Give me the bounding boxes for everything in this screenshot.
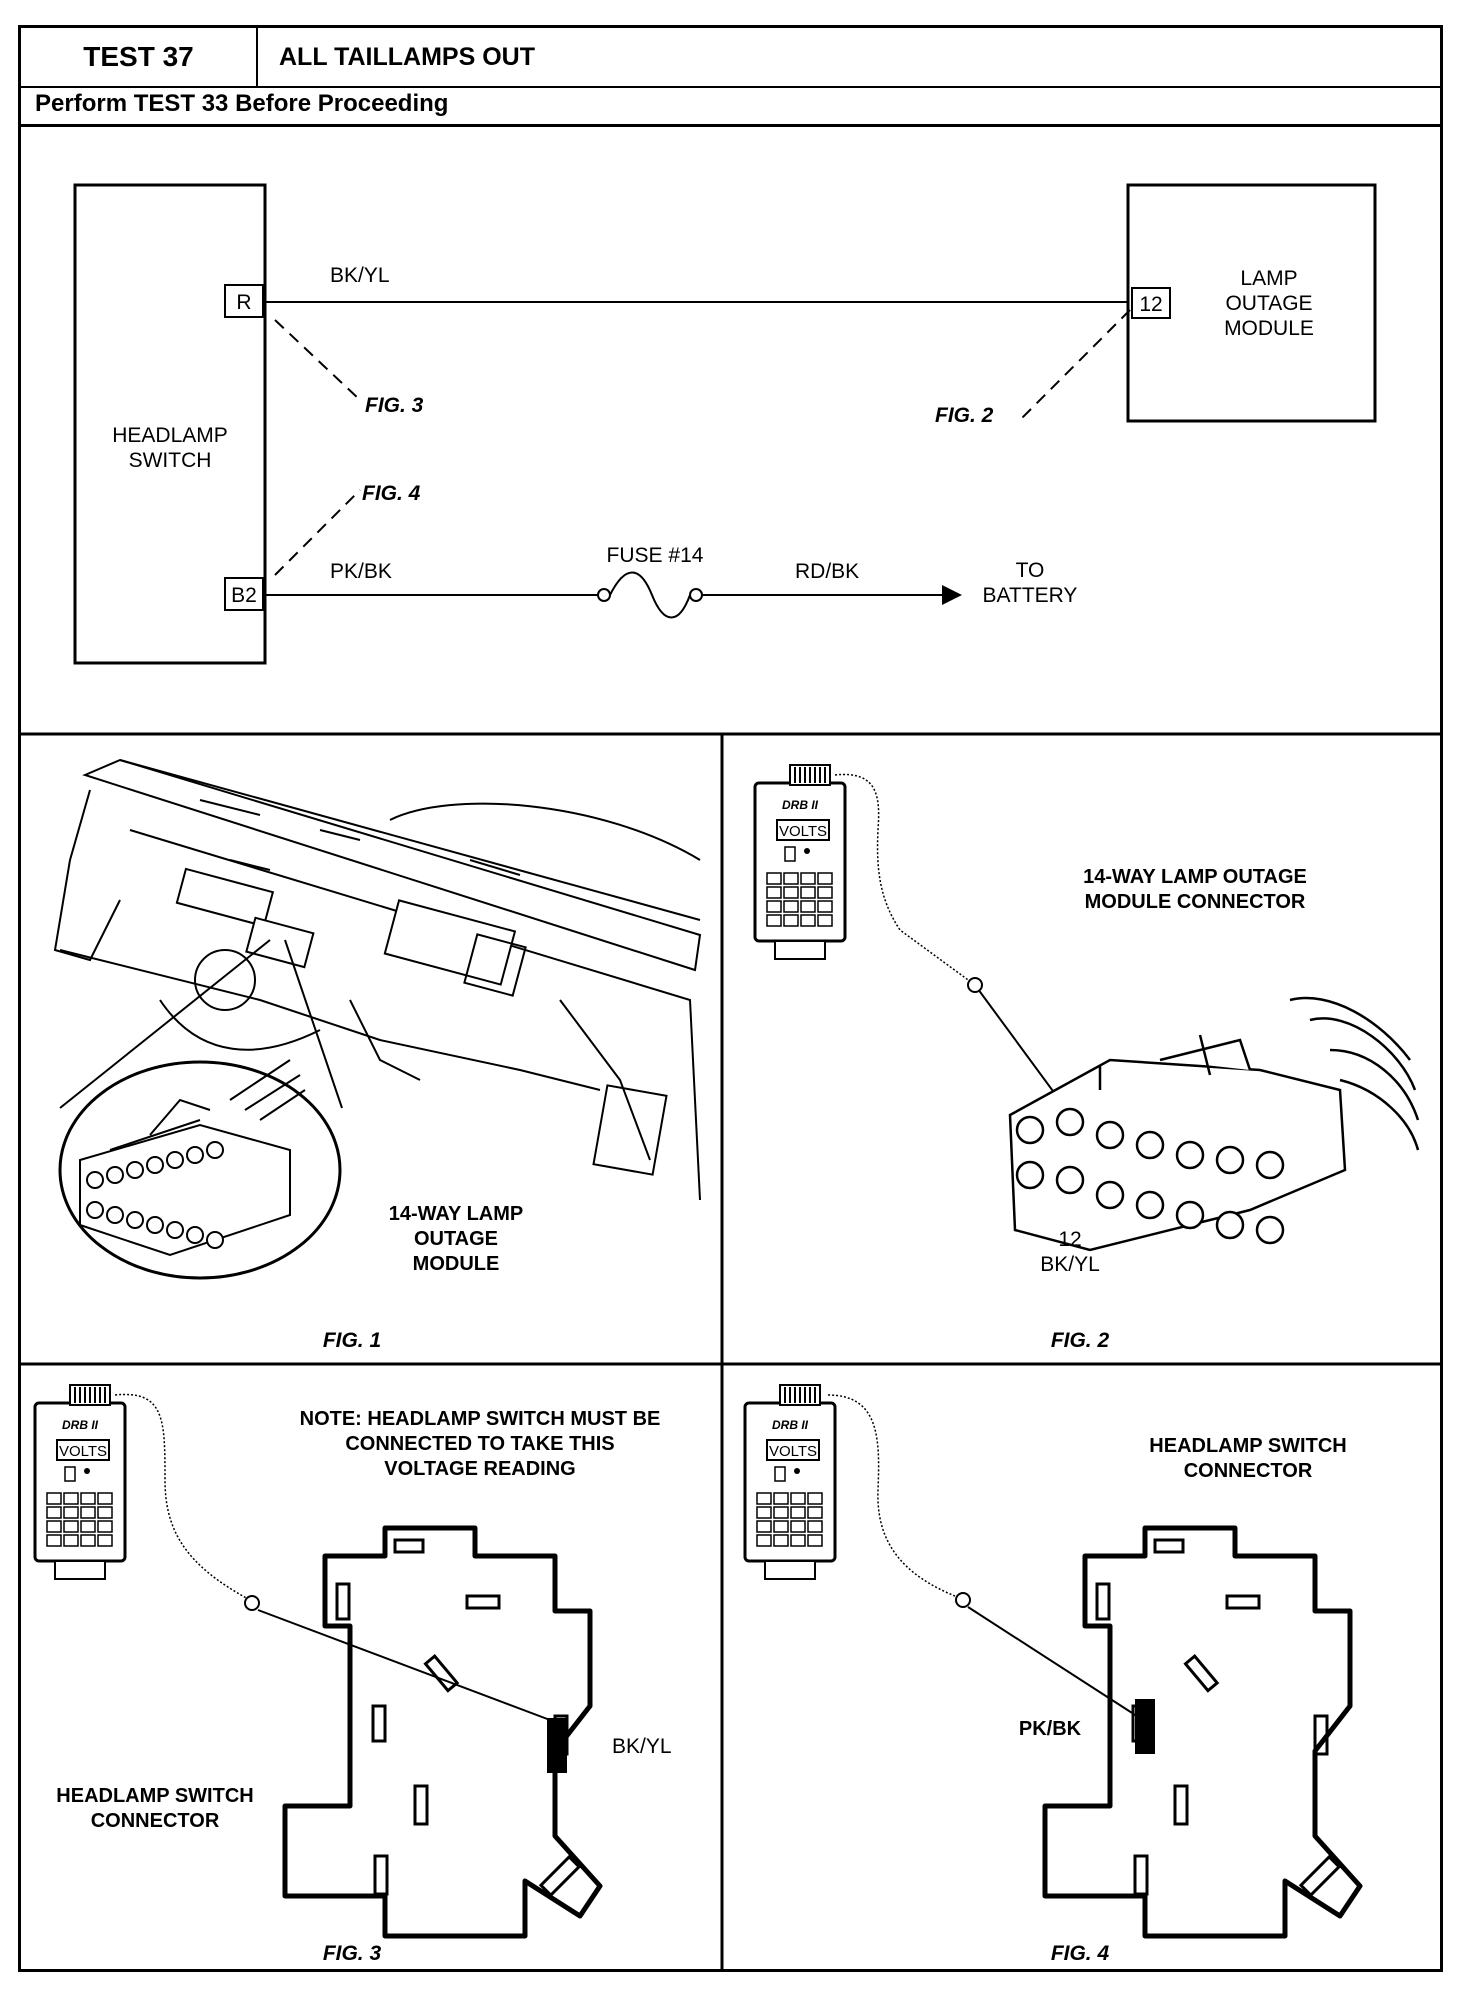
fig4-probe xyxy=(967,1606,1144,1721)
to-battery-label-1: TO xyxy=(1016,559,1045,582)
meter-display: VOLTS xyxy=(59,1443,107,1460)
fig3-bk-yl-terminal xyxy=(547,1718,567,1773)
wire-pk-bk-label: PK/BK xyxy=(330,560,392,583)
headlamp-switch-label-1: HEADLAMP xyxy=(112,424,228,447)
instrument-panel-illustration xyxy=(53,758,702,1201)
test-sheet: TEST 37 ALL TAILLAMPS OUT Perform TEST 3… xyxy=(18,25,1443,1972)
to-battery-label-2: BATTERY xyxy=(983,584,1078,607)
fig2-label-1: 14-WAY LAMP OUTAGE xyxy=(1083,866,1307,888)
fig1-label-2: OUTAGE xyxy=(414,1228,498,1250)
meter-brand: DRB II xyxy=(62,1418,99,1432)
ref-fig3: FIG. 3 xyxy=(365,394,424,417)
fuse-symbol xyxy=(597,571,703,619)
header-divider-bottom xyxy=(21,124,1440,127)
meter-display: VOLTS xyxy=(769,1443,817,1460)
headlamp-switch-box xyxy=(73,183,267,665)
fig2-panel: DRB II VOLTS 14-WAY LAMP OUTAGE MODULE C… xyxy=(753,763,1420,1352)
wiring-schematic: HEADLAMP SWITCH R B2 BK/YL 12 LAMP OUTAG… xyxy=(73,183,1377,665)
fig3-headlamp-switch-connector xyxy=(285,1528,600,1936)
fig3-connector-label-2: CONNECTOR xyxy=(91,1810,220,1832)
ref-fig2: FIG. 2 xyxy=(935,404,994,427)
fig3-note-1: NOTE: HEADLAMP SWITCH MUST BE xyxy=(300,1408,661,1430)
headlamp-switch-label-2: SWITCH xyxy=(129,449,212,472)
fig2-pin-label: 12 xyxy=(1058,1228,1081,1251)
pin-12-label: 12 xyxy=(1139,293,1162,316)
pin-b2-label: B2 xyxy=(231,584,257,607)
pin-12-box xyxy=(1131,287,1171,319)
fig1-label-3: MODULE xyxy=(413,1253,500,1275)
fig3-probe-lead xyxy=(114,1393,251,1601)
fig2-probe-lead xyxy=(834,773,976,986)
fig1-panel: 14-WAY LAMP OUTAGE MODULE FIG. 1 xyxy=(53,758,702,1352)
fig3-connector-label-1: HEADLAMP SWITCH xyxy=(56,1785,253,1807)
fig2-label-2: MODULE CONNECTOR xyxy=(1085,891,1306,913)
fuse-label: FUSE #14 xyxy=(607,544,704,567)
lom-label-3: MODULE xyxy=(1224,317,1314,340)
fig3-probe xyxy=(257,1609,551,1721)
ref-fig4: FIG. 4 xyxy=(362,482,421,505)
pin-r-box xyxy=(224,284,264,318)
test-prerequisite: Perform TEST 33 Before Proceeding xyxy=(35,90,449,117)
meter-display: VOLTS xyxy=(779,823,827,840)
fig4-connector-label-1: HEADLAMP SWITCH xyxy=(1149,1435,1346,1457)
fig4-voltmeter: DRB II VOLTS xyxy=(743,1383,837,1581)
fig4-panel: DRB II VOLTS HEADLAMP SWITCH CONNECTOR P… xyxy=(743,1383,1360,1965)
pin-b2-box xyxy=(224,577,264,611)
wire-bk-yl-label: BK/YL xyxy=(330,264,390,287)
header-divider xyxy=(21,86,1440,88)
fig3-panel: DRB II VOLTS NOTE: HEADLAMP SWITCH MUST … xyxy=(33,1383,672,1965)
lom-label-1: LAMP xyxy=(1240,267,1297,290)
fig3-note-3: VOLTAGE READING xyxy=(384,1458,575,1480)
fig4-probe-tip xyxy=(955,1592,971,1608)
fig4-wire-label: PK/BK xyxy=(1019,1718,1082,1740)
fig2-caption: FIG. 2 xyxy=(1051,1329,1110,1352)
meter-brand: DRB II xyxy=(772,1418,809,1432)
fig4-leader xyxy=(274,489,361,576)
test-number: TEST 37 xyxy=(21,28,258,86)
fig3-probe-tip xyxy=(244,1595,260,1611)
zoom-line-left xyxy=(59,939,271,1109)
lom-label-2: OUTAGE xyxy=(1225,292,1312,315)
fig1-connector xyxy=(79,1059,306,1257)
fig4-caption: FIG. 4 xyxy=(1051,1942,1110,1965)
fig2-probe-tip xyxy=(967,977,983,993)
fig4-probe-lead xyxy=(827,1394,961,1599)
fig2-connector xyxy=(1008,996,1420,1252)
meter-brand: DRB II xyxy=(782,798,819,812)
fig2-wire-label: BK/YL xyxy=(1040,1253,1100,1276)
wire-rd-bk-label: RD/BK xyxy=(795,560,859,583)
fig3-caption: FIG. 3 xyxy=(323,1942,382,1965)
fig4-connector-label-2: CONNECTOR xyxy=(1184,1460,1313,1482)
fig2-leader xyxy=(1019,309,1131,421)
fig3-note-2: CONNECTED TO TAKE THIS xyxy=(345,1433,614,1455)
fig4-headlamp-switch-connector xyxy=(1045,1528,1360,1936)
fig4-pk-bk-terminal xyxy=(1135,1699,1155,1754)
fig1-caption: FIG. 1 xyxy=(323,1329,381,1352)
fig2-voltmeter: DRB II VOLTS xyxy=(753,763,847,961)
fig1-label-1: 14-WAY LAMP xyxy=(389,1203,523,1225)
fig3-wire-label: BK/YL xyxy=(612,1735,672,1758)
pin-r-label: R xyxy=(236,291,251,314)
test-title: ALL TAILLAMPS OUT xyxy=(279,42,535,71)
zoom-line-right xyxy=(284,939,343,1109)
fig3-voltmeter: DRB II VOLTS xyxy=(33,1383,127,1581)
fig3-leader xyxy=(274,319,361,401)
